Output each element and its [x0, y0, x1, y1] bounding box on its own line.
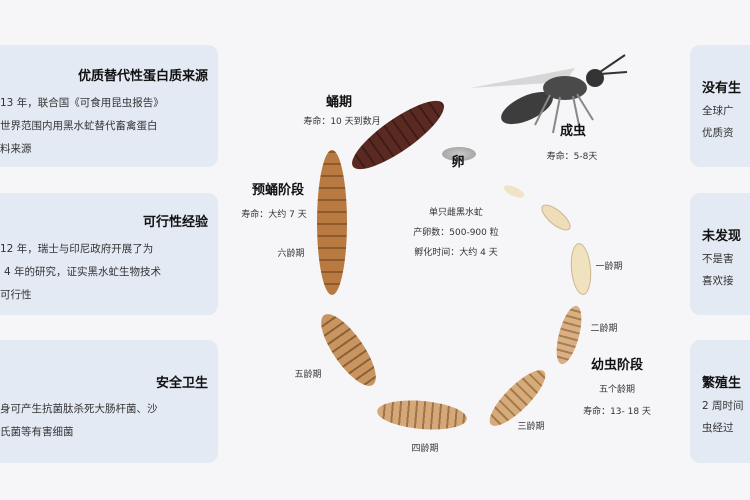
card-line: 12 年，瑞士与印尼政府开展了为 — [0, 243, 154, 255]
card-right-2: 未发现 不是害 喜欢接 — [690, 193, 750, 315]
prepupa-image — [317, 150, 347, 295]
card-line: 优质资 — [702, 127, 734, 139]
card-line: 2 周时间 — [702, 400, 744, 412]
young-larva-image — [502, 182, 526, 201]
card-line: 料来源 — [0, 143, 32, 155]
larva-title: 幼虫阶段 — [590, 358, 644, 373]
card-right-1: 没有生 全球广 优质资 — [690, 45, 750, 167]
instar-5-label: 五龄期 — [294, 370, 322, 380]
card-title: 未发现 — [702, 229, 742, 244]
egg-line2: 产卵数：500-900 粒 — [413, 228, 499, 238]
egg-line1: 单只雌黑水虻 — [428, 208, 484, 218]
card-title: 可行性经验 — [142, 215, 208, 230]
larva-2nd-image — [551, 303, 587, 367]
card-line: 不是害 — [702, 253, 734, 265]
card-line: 氏菌等有害细菌 — [0, 426, 74, 438]
card-feasibility: 可行性经验 12 年，瑞士与印尼政府开展了为 4 年的研究，证实黑水虻生物技术 … — [0, 193, 218, 315]
prepupa-title: 预蛹阶段 — [251, 183, 305, 198]
card-line: 可行性 — [0, 289, 32, 301]
instar-2-label: 二龄期 — [590, 324, 618, 334]
card-safety: 安全卫生 身可产生抗菌肽杀死大肠杆菌、沙 氏菌等有害细菌 — [0, 340, 218, 463]
card-line: 虫经过 — [702, 422, 734, 434]
instar-4-label: 四龄期 — [411, 444, 439, 454]
card-title: 繁殖生 — [702, 376, 742, 391]
larva-line1: 五个龄期 — [598, 385, 636, 395]
card-line: 13 年，联合国《可食用昆虫报告》 — [0, 97, 164, 109]
card-line: 喜欢接 — [702, 275, 734, 287]
card-protein-source: 优质替代性蛋白质来源 13 年，联合国《可食用昆虫报告》 世界范围内用黑水虻替代… — [0, 45, 218, 167]
card-line: 4 年的研究，证实黑水虻生物技术 — [4, 266, 162, 278]
card-title: 安全卫生 — [155, 376, 208, 391]
instar-1-label: 一龄期 — [595, 262, 623, 272]
adult-title: 成虫 — [559, 124, 587, 139]
card-title: 没有生 — [702, 81, 742, 96]
card-title: 优质替代性蛋白质来源 — [77, 69, 208, 84]
card-line: 世界范围内用黑水虻替代畜禽蛋白 — [0, 120, 158, 132]
card-right-3: 繁殖生 2 周时间 虫经过 — [690, 340, 750, 463]
card-line: 身可产生抗菌肽杀死大肠杆菌、沙 — [0, 403, 158, 415]
larva-4th-image — [375, 397, 469, 433]
egg-title: 卵 — [451, 155, 465, 170]
card-line: 全球广 — [702, 105, 734, 117]
larva-5th-image — [311, 306, 386, 394]
adult-fly-image — [470, 54, 628, 134]
pupa-life: 寿命：10 天到数月 — [303, 117, 381, 127]
egg-line3: 孵化时间：大约 4 天 — [414, 248, 498, 258]
adult-life: 寿命：5-8天 — [546, 152, 598, 162]
larva-1st-image — [568, 242, 594, 296]
pupa-image — [343, 90, 453, 180]
young-larva-image — [537, 200, 575, 235]
pupa-title: 蛹期 — [325, 95, 353, 110]
prepupa-life: 寿命：大约 7 天 — [241, 210, 307, 220]
larva-life: 寿命：13- 18 天 — [583, 407, 651, 417]
instar-3-label: 三龄期 — [517, 422, 545, 432]
instar-6-label: 六龄期 — [277, 249, 305, 259]
egg-cluster-image — [442, 147, 476, 161]
